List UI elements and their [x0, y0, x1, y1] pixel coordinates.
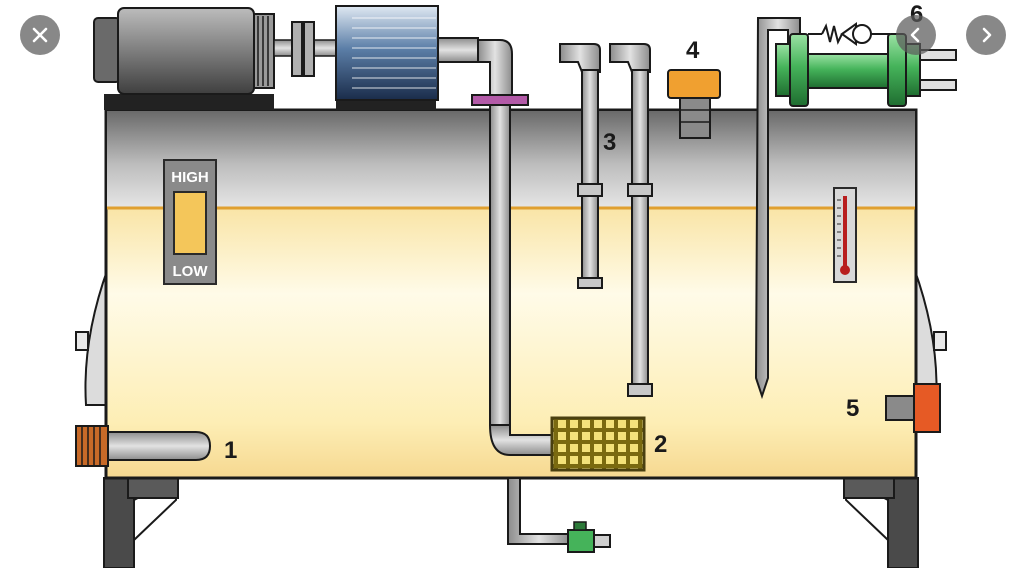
label-heater: 1 [224, 437, 237, 464]
return-line-1 [559, 43, 603, 289]
label-return-lines: 3 [603, 129, 616, 156]
next-button[interactable] [966, 15, 1006, 55]
chevron-left-icon [910, 27, 920, 43]
label-filler-cap: 4 [686, 37, 700, 64]
return-line-filter [754, 17, 957, 400]
tank-end-caps [75, 267, 947, 406]
chevron-right-icon [982, 27, 992, 43]
label-strainer: 2 [654, 431, 667, 458]
hydraulic-pump [335, 5, 479, 110]
suction-strainer [550, 416, 646, 472]
suction-line [471, 39, 557, 456]
gauge-low-label: LOW [173, 263, 209, 280]
previous-button[interactable] [896, 15, 936, 55]
drain-valve [507, 477, 611, 553]
label-drain-plug: 5 [846, 395, 859, 422]
shaft-coupling [273, 21, 337, 77]
return-line-2 [609, 43, 653, 397]
gauge-high-label: HIGH [171, 169, 209, 186]
electric-motor [93, 7, 275, 110]
close-button[interactable] [20, 15, 60, 55]
filler-breather-cap [667, 69, 721, 139]
sight-level-gauge: HIGH LOW [163, 159, 217, 285]
thermometer [833, 187, 857, 283]
immersion-heater [75, 425, 212, 467]
drain-plug [885, 383, 941, 433]
close-icon [32, 27, 48, 43]
tank-legs [103, 476, 919, 568]
